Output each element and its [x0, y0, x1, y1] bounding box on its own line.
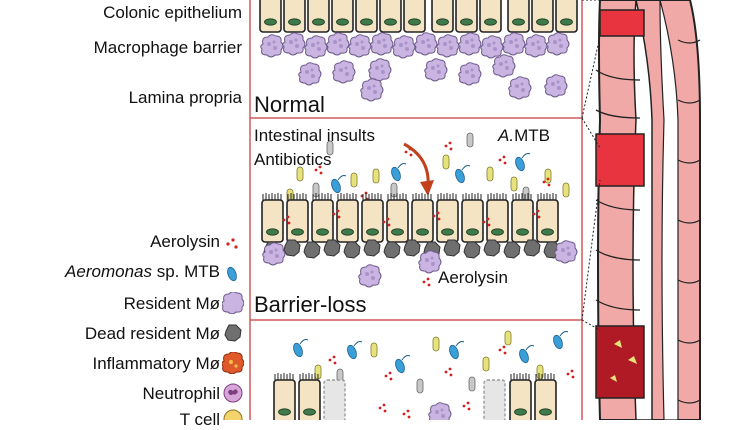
dead-macrophage-layer [262, 239, 578, 288]
colonic-epithelium-label: Colonic epithelium [103, 3, 242, 22]
down-arrow-icon [403, 142, 434, 196]
legend-neutrophil-label: Neutrophil [142, 384, 221, 403]
lamina-propria-label: Lamina propria [128, 88, 242, 107]
inflammation-epithelium [273, 372, 557, 420]
colon-illustration [581, 0, 701, 420]
aerolysin-note-label: Aerolysin [438, 268, 508, 287]
intestinal-insults-label: Intestinal insults [254, 126, 375, 145]
barrier-loss-epithelium [261, 192, 559, 243]
bacterium-icon [227, 266, 237, 282]
legend-aeromonas-label: Aeromonas sp. MTB [0, 262, 220, 282]
macrophage-barrier-label: Macrophage barrier [93, 38, 242, 57]
panel-frames [249, 0, 583, 420]
legend-inflammatory-label: Inflammatory Mø [92, 354, 220, 373]
normal-macrophage-barrier [260, 32, 570, 102]
amtb-label: A.MTB [498, 126, 550, 146]
barrier-loss-panel-title: Barrier-loss [254, 292, 367, 317]
legend-resident-label: Resident Mø [123, 294, 220, 313]
aerolysin-dots-icon [226, 238, 238, 249]
amtb-suffix: MTB [514, 126, 550, 145]
neutrophil-icon [223, 383, 243, 403]
t-cell-icon [223, 409, 243, 420]
normal-epithelium [252, 0, 580, 33]
legend-aeromonas-italic: Aeromonas [65, 262, 152, 281]
dead-macrophage-icon [224, 324, 242, 342]
amtb-prefix: A. [498, 126, 515, 145]
legend-tcell-label: T cell [179, 410, 220, 429]
legend-aeromonas-rest: sp. MTB [151, 262, 220, 281]
antibiotics-label: Antibiotics [254, 150, 332, 169]
diagram-canvas [249, 0, 701, 420]
resident-macrophage-icon [222, 292, 244, 314]
inflammatory-macrophage-icon [222, 352, 244, 374]
legend-dead-resident-label: Dead resident Mø [84, 324, 220, 343]
legend-aerolysin-label: Aerolysin [150, 232, 220, 251]
normal-panel-title: Normal [254, 92, 325, 117]
